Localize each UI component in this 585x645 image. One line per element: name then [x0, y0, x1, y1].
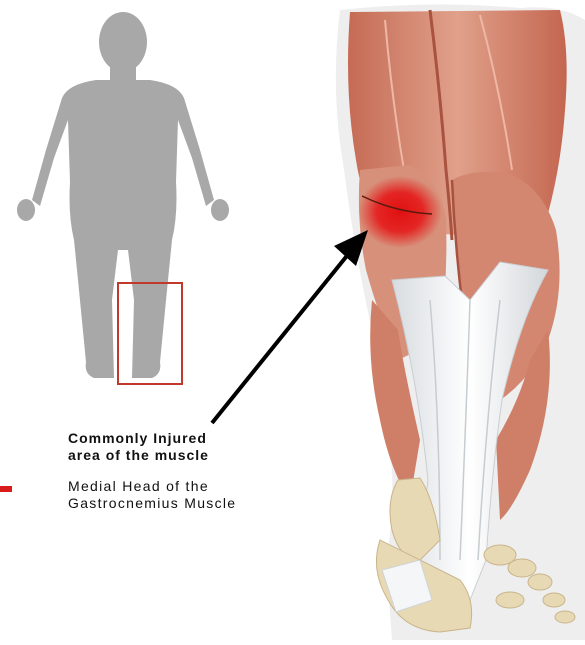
human-silhouette	[17, 12, 229, 378]
right-hand-icon	[211, 199, 229, 221]
left-hand-icon	[17, 199, 35, 221]
injury-label: Commonly Injured area of the muscle	[68, 430, 209, 464]
muscle-label-line1: Medial Head of the	[68, 478, 236, 495]
injury-highlight	[358, 176, 442, 248]
pointer-arrow	[212, 230, 368, 423]
injury-label-line2: area of the muscle	[68, 447, 209, 464]
injury-label-line1: Commonly Injured	[68, 430, 209, 447]
leg-anatomy	[336, 4, 585, 640]
muscle-label-line2: Gastrocnemius Muscle	[68, 495, 236, 512]
muscle-label: Medial Head of the Gastrocnemius Muscle	[68, 478, 236, 512]
edge-mark	[0, 486, 12, 492]
